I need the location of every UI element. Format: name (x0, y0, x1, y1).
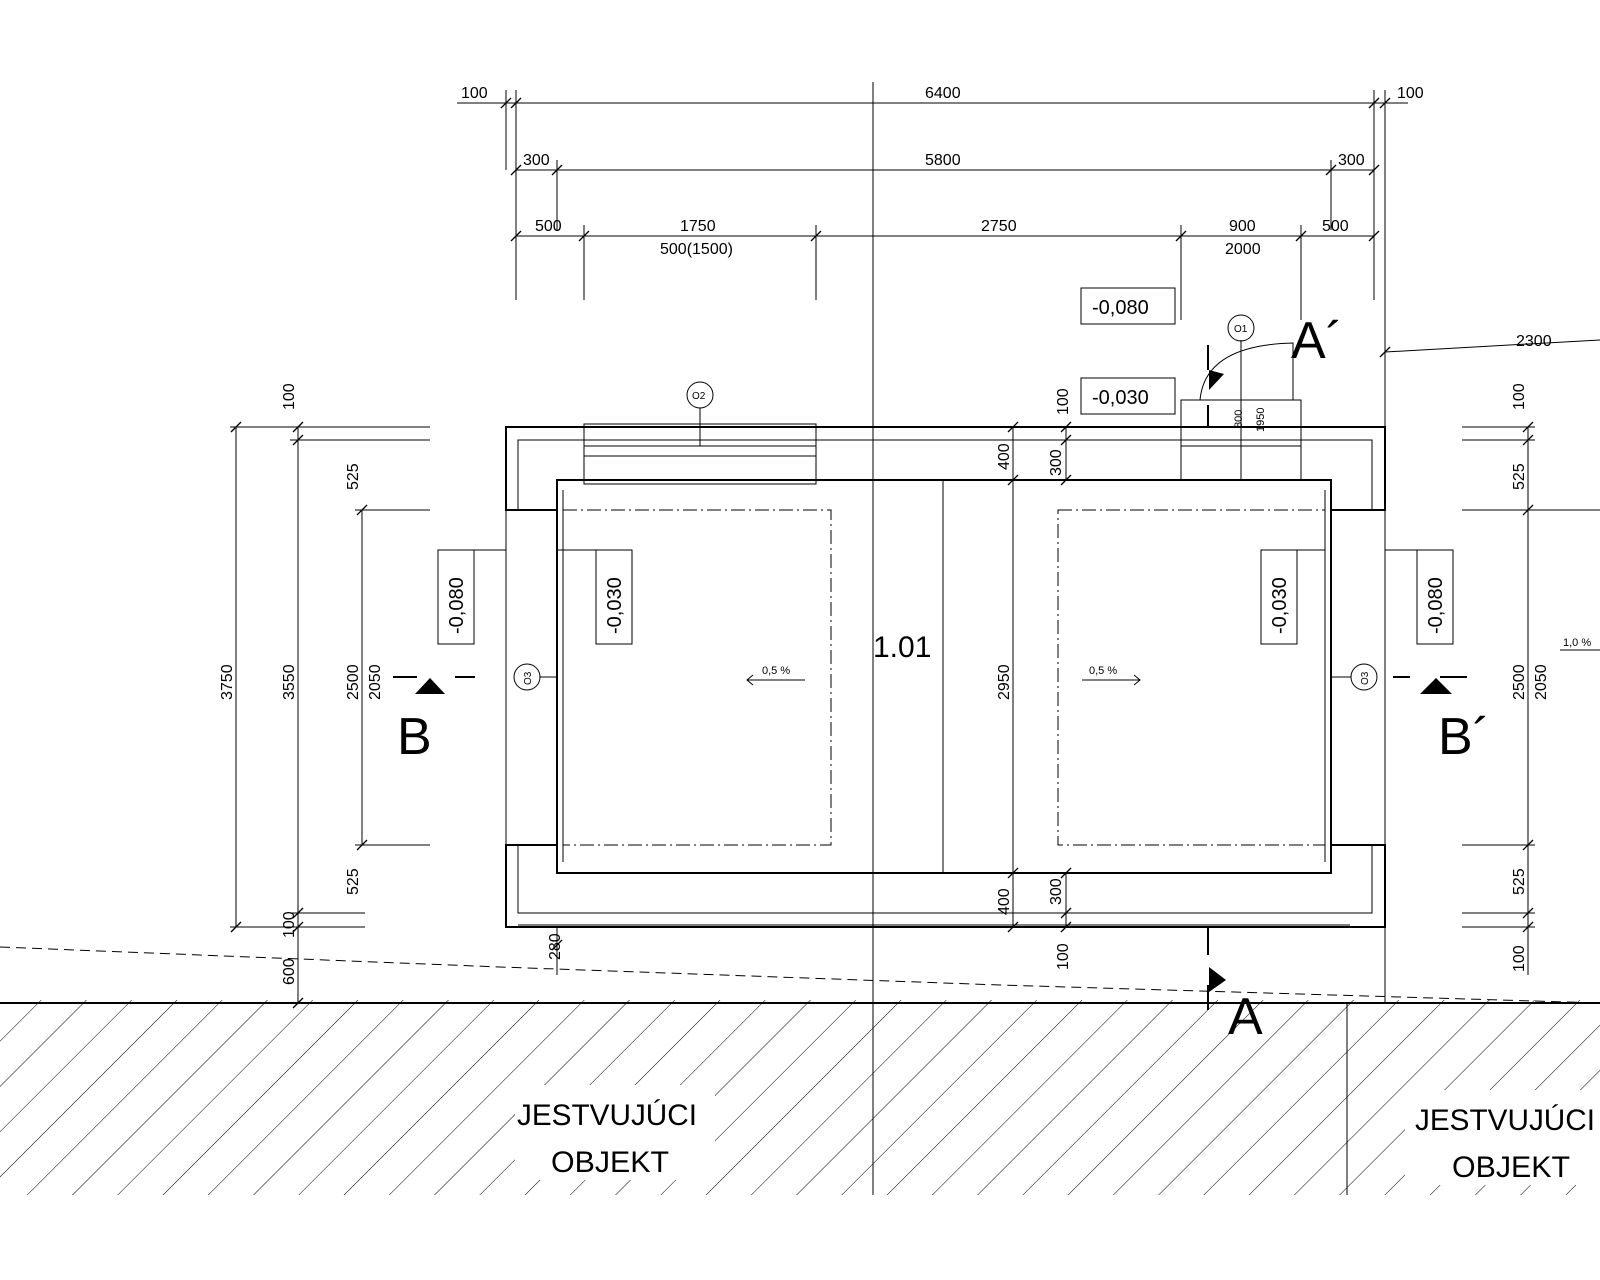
section-marker-a-bottom: A (1207, 926, 1263, 1046)
dim-right-525-top: 525 (1511, 463, 1528, 490)
dim-top-row1-main: 6400 (925, 85, 961, 102)
dim-top-row1-right: 100 (1397, 85, 1424, 102)
room-number: 1.01 (873, 631, 931, 664)
dim-top-row2-main: 5800 (925, 152, 961, 169)
dim-right-100-bottom: 100 (1511, 945, 1528, 972)
dimension-lines-left (230, 421, 563, 1009)
existing-building-label-left-2: OBJEKT (551, 1146, 669, 1179)
opening-o3-right-label: O3 (1360, 671, 1371, 685)
dim-left-525-top: 525 (345, 463, 362, 490)
dim-right-2050: 2050 (1533, 664, 1550, 700)
slope-outside: 1,0 % (1560, 637, 1600, 651)
slope-left-label: 0,5 % (762, 665, 790, 677)
section-marker-b-left: B (393, 676, 475, 766)
opening-marker-o1: O1 (1227, 314, 1255, 342)
slope-left: 0,5 % (746, 665, 805, 686)
dim-center-300-bottom: 300 (1048, 878, 1065, 905)
dim-top-row3-3: 2750 (981, 218, 1017, 235)
opening-o3-left-label: O3 (523, 671, 534, 685)
level-box-left-outer: -0,080 (437, 549, 506, 645)
dim-left-100-bottom: 100 (281, 911, 298, 938)
slope-right: 0,5 % (1082, 665, 1141, 686)
opening-marker-o2: O2 (686, 381, 714, 446)
dim-top-row3-1: 500 (535, 218, 562, 235)
level-top-2: -0,030 (1092, 387, 1149, 409)
existing-building-label-right-1: JESTVUJÚCI (1415, 1104, 1595, 1137)
section-b-right-label: B´ (1438, 708, 1490, 766)
section-marker-b-right: B´ (1393, 676, 1490, 766)
existing-building-label-right-2: OBJEKT (1452, 1151, 1570, 1184)
dim-left-525-bottom: 525 (345, 868, 362, 895)
dim-top-row3-4: 900 (1229, 218, 1256, 235)
dim-left-2500: 2500 (345, 664, 362, 700)
dim-right-525-bottom: 525 (1511, 868, 1528, 895)
building-outline (505, 340, 1386, 928)
dim-top-row3-2: 1750 (680, 218, 716, 235)
level-box-left-inner: -0,030 (557, 549, 633, 645)
dim-left-3550: 3550 (281, 664, 298, 700)
level-left-outer: -0,080 (446, 577, 468, 634)
dim-door-height: 1950 (1255, 408, 1267, 432)
opening-marker-o3-right: O3 (1331, 663, 1378, 691)
opening-o2-label: O2 (692, 391, 706, 402)
dim-center-300-top: 300 (1048, 449, 1065, 476)
level-box-right-inner: -0,030 (1260, 549, 1325, 645)
dim-top-row3-sub-2: 2000 (1225, 241, 1261, 258)
dim-top-row1-left: 100 (461, 85, 488, 102)
level-right-inner: -0,030 (1269, 577, 1291, 634)
section-marker-a-top: A´ (1207, 312, 1343, 428)
level-box-right-outer: -0,080 (1385, 549, 1454, 645)
level-right-outer: -0,080 (1425, 577, 1447, 634)
opening-o1-label: O1 (1234, 324, 1248, 335)
dim-right-100-top: 100 (1511, 383, 1528, 410)
dim-center-400-bottom: 400 (996, 888, 1013, 915)
dim-top-row2-left: 300 (523, 152, 550, 169)
existing-building-hatch (0, 1000, 1600, 1195)
dim-top-row3-sub-1: 500(1500) (660, 241, 733, 258)
level-box-top-2: -0,030 (1080, 377, 1176, 415)
dim-left-2050: 2050 (367, 664, 384, 700)
level-left-inner: -0,030 (604, 577, 626, 634)
dimension-lines-top (457, 90, 1600, 511)
slope-outside-label: 1,0 % (1563, 637, 1591, 649)
dim-center-400-top: 400 (996, 443, 1013, 470)
terrain-line (0, 946, 1600, 1004)
dim-center-100-top: 100 (1055, 388, 1072, 415)
slope-right-label: 0,5 % (1089, 665, 1117, 677)
dim-top-side-right: 2300 (1516, 333, 1552, 350)
section-a-bottom-label: A (1228, 988, 1263, 1046)
section-a-top-label: A´ (1291, 312, 1343, 370)
dim-door-width: 800 (1233, 410, 1245, 428)
section-b-left-label: B (397, 708, 432, 766)
level-top-1: -0,080 (1092, 297, 1149, 319)
dim-center-2950: 2950 (996, 664, 1013, 700)
dim-left-600: 600 (281, 958, 298, 985)
dimension-lines-right (1462, 421, 1535, 975)
dim-top-row3-5: 500 (1322, 218, 1349, 235)
dimension-lines-center (1007, 421, 1072, 933)
dim-center-100-bottom: 100 (1055, 943, 1072, 970)
dim-right-2500: 2500 (1511, 664, 1528, 700)
dim-left-100-top: 100 (281, 383, 298, 410)
dim-left-3750: 3750 (219, 664, 236, 700)
existing-building-label-left-1: JESTVUJÚCI (517, 1099, 697, 1132)
dim-top-row2-right: 300 (1338, 152, 1365, 169)
level-box-top-1: -0,080 (1080, 287, 1176, 325)
opening-marker-o3-left: O3 (513, 663, 557, 691)
dim-left-280: 280 (547, 933, 564, 960)
